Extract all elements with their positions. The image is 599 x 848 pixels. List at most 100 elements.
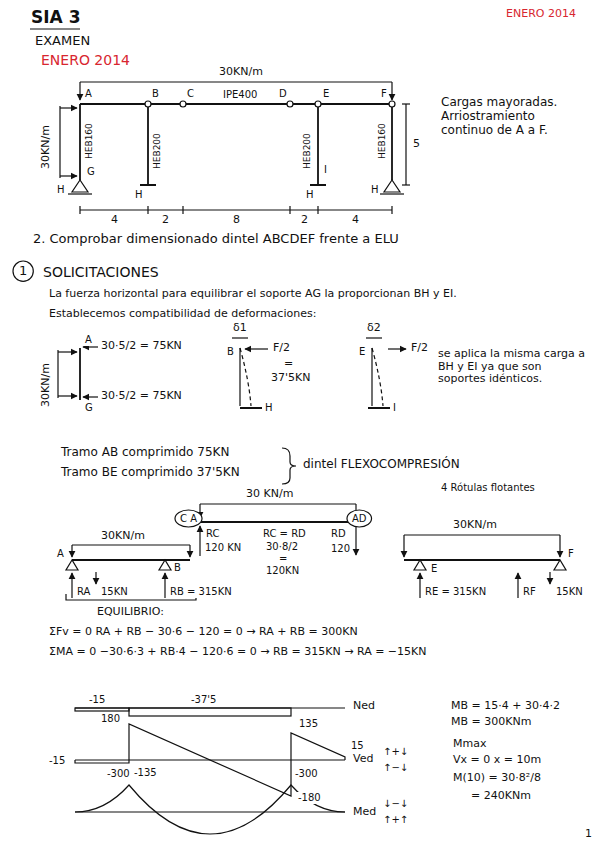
note-text: 15 bbox=[350, 740, 365, 752]
note-text: IPE400 bbox=[222, 89, 258, 101]
note-text: RC bbox=[205, 528, 220, 540]
ellipse-outline bbox=[175, 510, 202, 527]
note-text: 30KN/m bbox=[100, 530, 146, 543]
note-text: RF bbox=[522, 586, 537, 598]
note-text: HEB160 bbox=[377, 122, 387, 160]
note-text: Tramo AB comprimido 75KN bbox=[60, 446, 230, 460]
note-text: Mmax bbox=[452, 738, 487, 751]
note-text: 120 KN bbox=[204, 542, 242, 554]
note-text: 5 bbox=[412, 138, 421, 151]
note-text: G bbox=[84, 402, 94, 414]
note-text: -135 bbox=[133, 767, 158, 779]
note-text: 37'5KN bbox=[270, 372, 311, 385]
note-text: 135 bbox=[298, 718, 319, 730]
note-text: B bbox=[173, 562, 182, 574]
circled-mark: C A bbox=[174, 509, 203, 528]
note-text: Ved bbox=[352, 753, 374, 766]
note-text: H bbox=[305, 189, 315, 201]
note-text: 2. Comprobar dimensionado dintel ABCDEF … bbox=[32, 232, 400, 247]
note-text: EQUILIBRIO: bbox=[96, 606, 165, 619]
note-text: Med bbox=[352, 806, 377, 819]
note-text: I bbox=[323, 164, 328, 176]
note-text: 30·5/2 = 75KN bbox=[100, 340, 183, 353]
ellipse-outline bbox=[347, 510, 372, 527]
circled-text: AD bbox=[352, 513, 367, 524]
note-text: EXAMEN bbox=[34, 34, 91, 49]
note-text: -15 bbox=[88, 694, 106, 706]
note-text: = 240KNm bbox=[470, 790, 532, 803]
note-text: -15 bbox=[48, 755, 66, 767]
note-text: = bbox=[283, 358, 294, 371]
note-text: ENERO 2014 bbox=[505, 8, 577, 21]
note-text: 30KN/m bbox=[40, 362, 53, 408]
note-text: SOLICITACIONES bbox=[42, 264, 160, 280]
note-text: F/2 bbox=[272, 342, 291, 355]
circled-mark: AD bbox=[346, 509, 373, 528]
note-text: Ned bbox=[352, 700, 376, 713]
note-text: H bbox=[56, 184, 66, 196]
note-text: = bbox=[278, 553, 288, 565]
note-text: RD bbox=[330, 528, 347, 540]
note-text: 180 bbox=[100, 713, 121, 725]
circled-text: C A bbox=[180, 513, 197, 524]
note-text: 30KN/m bbox=[452, 519, 498, 532]
note-text: ΣFv = 0 RA + RB − 30·6 − 120 = 0 → RA + … bbox=[48, 626, 359, 639]
circled-text: 1 bbox=[19, 264, 27, 278]
note-text: -300 bbox=[294, 768, 319, 780]
note-text: 30·5/2 = 75KN bbox=[100, 390, 183, 403]
note-text: 120KN bbox=[265, 565, 300, 577]
note-text: RE = 315KN bbox=[424, 586, 487, 598]
note-text: M(10) = 30·8²/8 bbox=[452, 772, 542, 785]
note-text: ↑+↓ bbox=[382, 746, 409, 758]
note-text: G bbox=[86, 166, 96, 178]
note-text: se aplica la misma carga a BH y EI ya qu… bbox=[437, 348, 589, 386]
note-text: -300 bbox=[106, 768, 131, 780]
note-text: RA bbox=[76, 586, 91, 598]
note-text: 120 bbox=[330, 543, 351, 555]
note-text: 4 Rótulas flotantes bbox=[440, 482, 536, 494]
note-text: RC = RD bbox=[262, 528, 307, 540]
note-text: HEB200 bbox=[152, 132, 162, 170]
note-text: A bbox=[56, 548, 65, 560]
note-text: Tramo BE comprimido 37'5KN bbox=[60, 466, 241, 480]
note-text: MB = 300KNm bbox=[450, 716, 532, 729]
note-text: B bbox=[151, 88, 160, 100]
note-text: RB = 315KN bbox=[169, 586, 233, 598]
note-text: A bbox=[84, 88, 93, 100]
note-text: 30·8/2 bbox=[265, 541, 299, 553]
note-text: F/2 bbox=[410, 342, 429, 355]
note-text: ENERO 2014 bbox=[40, 52, 131, 68]
note-text: -180 bbox=[297, 792, 322, 804]
note-text: H bbox=[264, 402, 274, 414]
note-text: MB = 15·4 + 30·4·2 bbox=[450, 700, 561, 713]
note-text: I bbox=[392, 402, 397, 414]
note-text: H bbox=[134, 189, 144, 201]
note-text: La fuerza horizontal para equilibrar el … bbox=[48, 288, 458, 301]
note-text: δ2 bbox=[366, 322, 382, 335]
note-text: 30 KN/m bbox=[245, 488, 294, 501]
note-text: ΣMA = 0 −30·6·3 + RB·4 − 120·6 = 0 → RB … bbox=[48, 646, 428, 659]
note-text: Vx = 0 x = 10m bbox=[452, 754, 542, 767]
note-text: 30KN/m bbox=[40, 124, 53, 170]
note-text: Cargas mayoradas. Arriostramiento contin… bbox=[440, 96, 587, 137]
note-text: F bbox=[567, 548, 575, 560]
circled-mark: 1 bbox=[12, 260, 34, 282]
note-text: 2 bbox=[300, 214, 309, 227]
note-text: dintel FLEXOCOMPRESIÓN bbox=[302, 458, 461, 472]
note-text: 15KN bbox=[555, 586, 584, 598]
note-text: A bbox=[84, 334, 93, 346]
note-text: Establecemos compatibilidad de deformaci… bbox=[48, 308, 317, 321]
note-text: 4 bbox=[351, 214, 360, 227]
note-text: 1 bbox=[584, 828, 593, 841]
note-text: 2 bbox=[161, 214, 170, 227]
note-text: 4 bbox=[110, 214, 119, 227]
note-text: E bbox=[430, 563, 438, 575]
note-text: D bbox=[278, 88, 288, 100]
note-text: E bbox=[358, 346, 366, 358]
note-text: -37'5 bbox=[190, 694, 217, 706]
note-text: F bbox=[380, 88, 388, 100]
note-text: 30KN/m bbox=[218, 66, 264, 79]
note-text: ↓−↓ bbox=[382, 798, 409, 810]
note-text: H bbox=[370, 184, 380, 196]
note-text: HEB160 bbox=[84, 122, 94, 160]
